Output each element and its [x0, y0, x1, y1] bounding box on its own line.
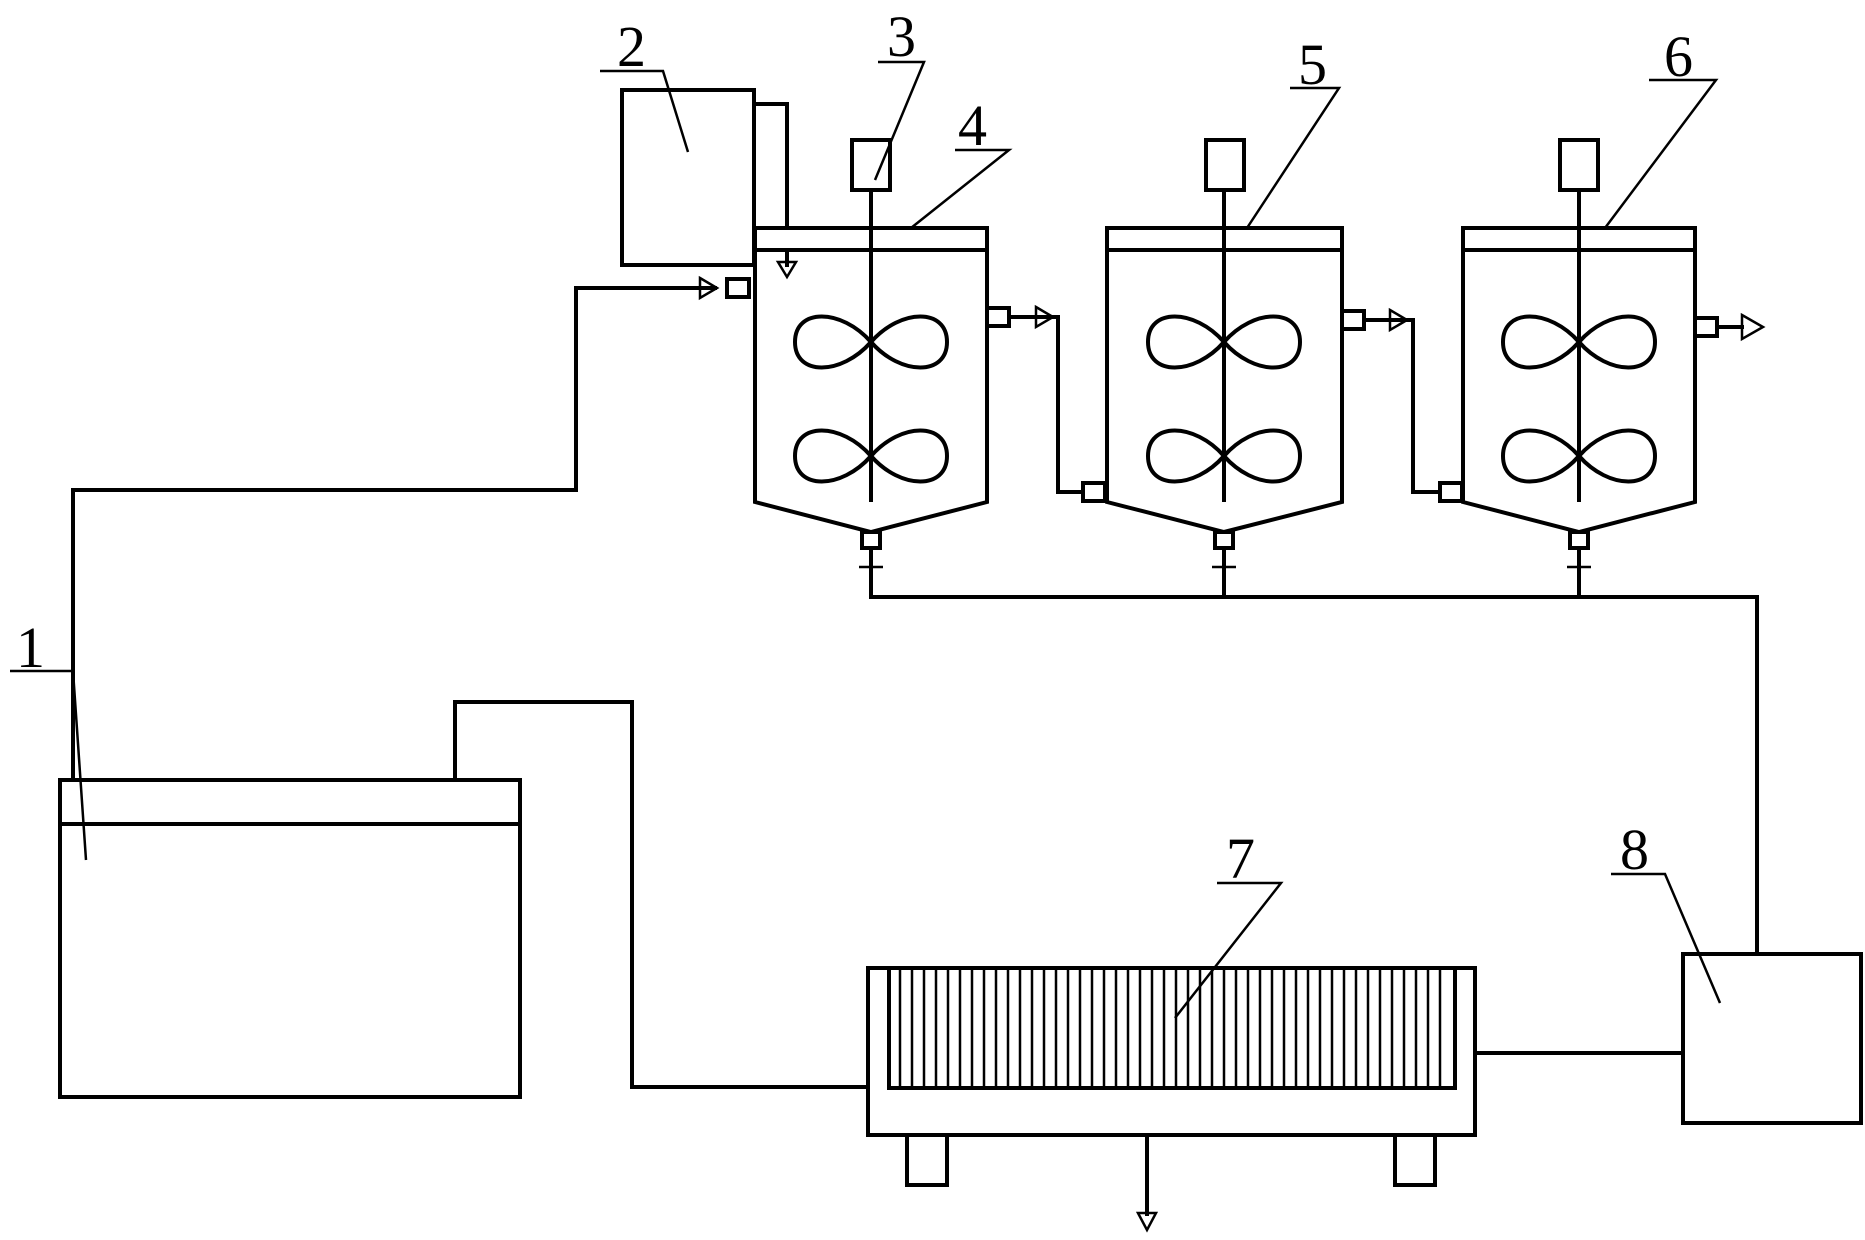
- label-reactor-4: 4: [958, 93, 987, 158]
- nozzle-reactor6-inlet: [1438, 481, 1464, 503]
- label-reactor-5: 5: [1298, 32, 1327, 97]
- leader-lines: [10, 60, 1722, 1019]
- label-tank-1: 1: [16, 615, 45, 680]
- nozzle-reactor5-outlet: [1340, 309, 1366, 331]
- reactor-6: [1461, 138, 1697, 599]
- filter-plates: [898, 970, 1442, 1086]
- tank-1: [58, 778, 522, 1099]
- arrow-tank2-outlet: [775, 260, 799, 280]
- pipe-drain-header: [869, 595, 1759, 956]
- filter-7: [866, 966, 1477, 1187]
- arrow-reactor5-outlet: [1388, 307, 1410, 333]
- nozzle-reactor6-outlet: [1693, 316, 1719, 338]
- label-filter-7: 7: [1226, 826, 1255, 891]
- nozzle-reactor4-inlet: [725, 277, 751, 299]
- pipe-reactor4-to-reactor5: [1007, 315, 1085, 494]
- label-reactor-6: 6: [1664, 24, 1693, 89]
- tank-8: [1681, 952, 1863, 1125]
- pipe-reactor5-to-reactor6: [1362, 318, 1442, 494]
- pipe-tank1-to-reactor4: [71, 286, 717, 782]
- pipe-tank1-to-filter7: [453, 700, 870, 1089]
- label-tank-2: 2: [617, 14, 646, 79]
- arrow-reactor4-outlet: [1034, 304, 1056, 330]
- tank-2: [620, 88, 789, 267]
- reactor-4: [753, 138, 989, 599]
- arrow-reactor4-inlet: [698, 275, 720, 301]
- reactor-5: [1105, 138, 1344, 599]
- nozzle-reactor5-inlet: [1081, 481, 1107, 503]
- arrow-filter7-drain: [1135, 1211, 1159, 1233]
- nozzle-reactor4-outlet: [985, 306, 1011, 328]
- arrow-reactor6-outlet: [1740, 312, 1766, 342]
- label-motor-3: 3: [887, 4, 916, 69]
- label-tank-8: 8: [1620, 817, 1649, 882]
